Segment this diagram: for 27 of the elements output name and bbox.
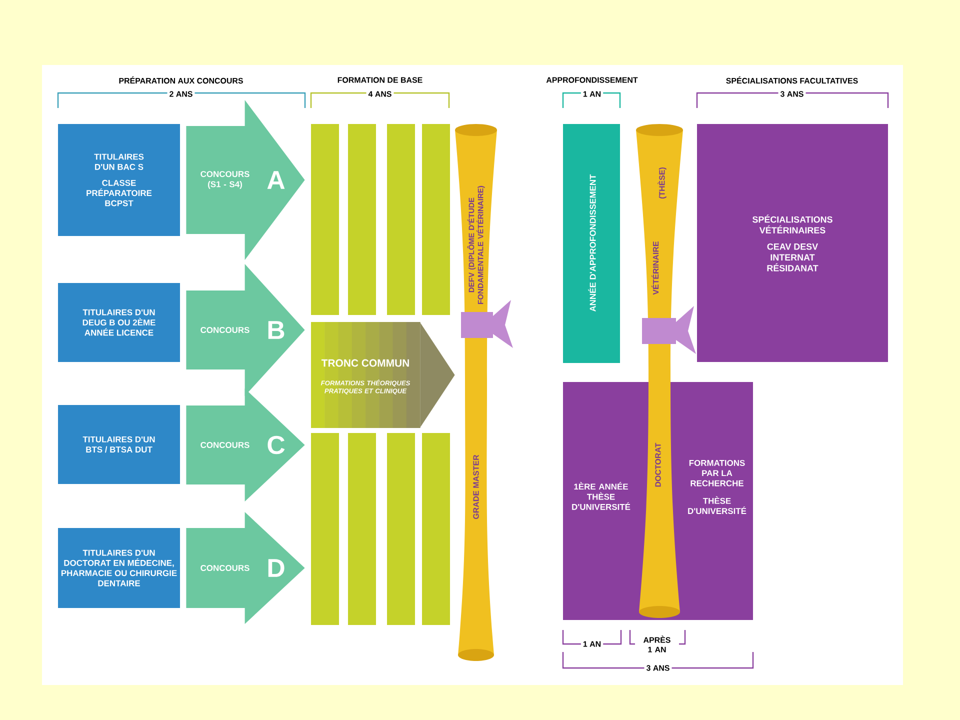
block-arrow bbox=[420, 322, 455, 428]
specialization-box: SPÉCIALISATIONS VÉTÉRINAIRES CEAV DESV INTERNAT RÉSIDANAT bbox=[697, 124, 888, 362]
course-bar bbox=[422, 433, 450, 625]
edge-label: CONCOURS bbox=[200, 565, 250, 571]
track-letter: C bbox=[268, 436, 285, 454]
course-bar bbox=[387, 433, 415, 625]
entry-box: TITULAIRES D'UN BTS / BTSA DUT bbox=[58, 405, 180, 484]
edge-label: CONCOURS (S1 - S4) bbox=[200, 171, 250, 189]
track-letter: D bbox=[268, 559, 284, 577]
entry-box: TITULAIRES D'UN BAC S CLASSE PRÉPARATOIRE BCPST bbox=[58, 124, 180, 236]
course-bar bbox=[311, 433, 339, 625]
course-bar bbox=[422, 124, 450, 315]
entry-box: TITULAIRES D'UN DOCTORAT EN MÉDECINE, PHARMACIE OU CHIRURGIE DENTAIRE bbox=[58, 528, 180, 608]
edge-label: CONCOURS bbox=[200, 327, 250, 333]
block-arrow bbox=[186, 100, 305, 260]
course-bar bbox=[387, 124, 415, 315]
year-box: ANNÉE D'APPROFONDISSEMENT bbox=[563, 124, 620, 363]
edge-label: CONCOURS bbox=[200, 442, 250, 448]
track-letter: A bbox=[267, 171, 285, 189]
course-bar bbox=[311, 124, 339, 315]
entry-box: TITULAIRES D'UN DEUG B OU 2ÈME ANNÉE LICENCE bbox=[58, 283, 180, 362]
block-arrow bbox=[186, 512, 305, 624]
course-bar bbox=[348, 124, 376, 315]
block-arrow bbox=[186, 388, 305, 502]
course-bar bbox=[348, 433, 376, 625]
node-label: TRONC COMMUN bbox=[321, 359, 409, 367]
track-letter: B bbox=[268, 321, 284, 339]
